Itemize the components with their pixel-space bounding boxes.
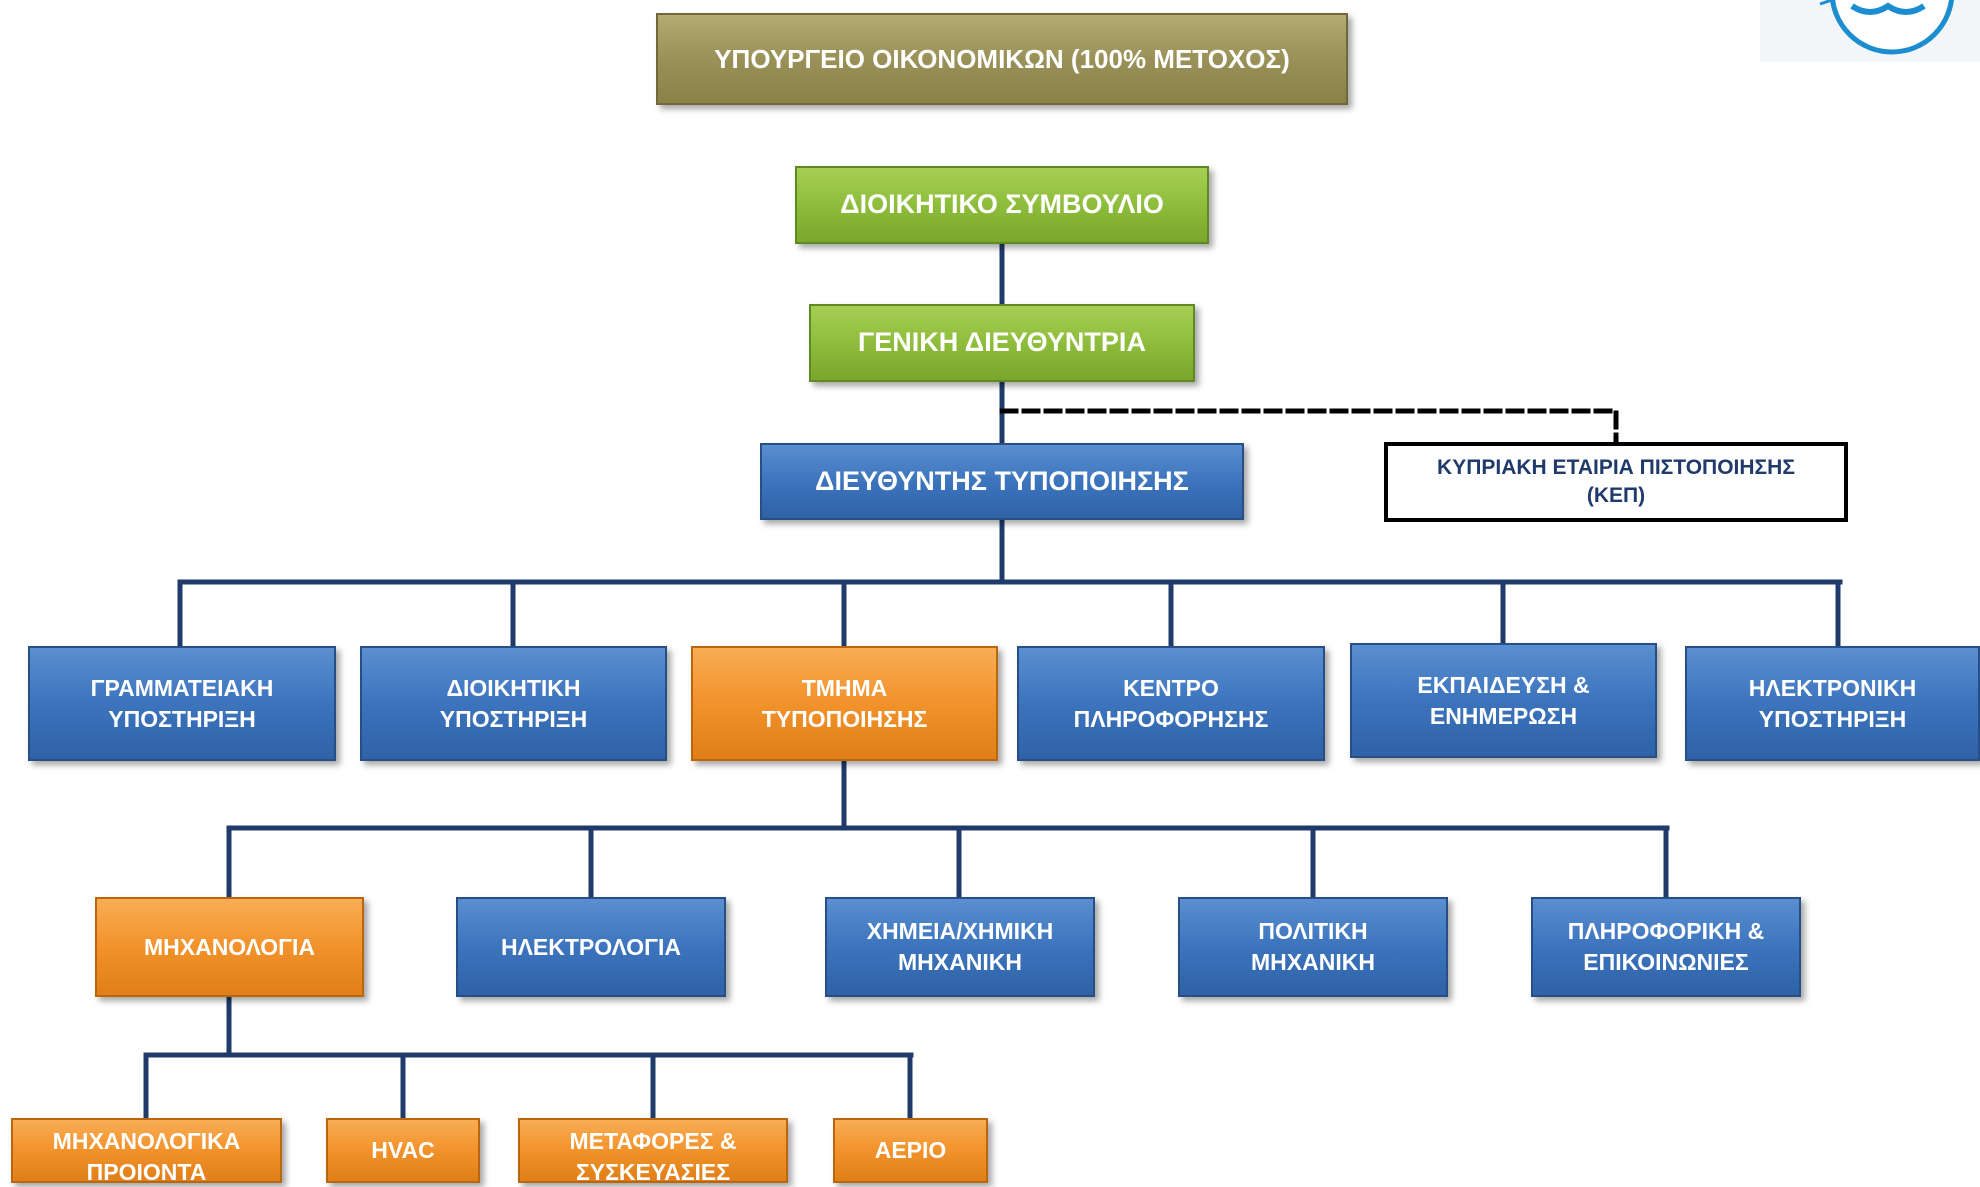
department-label-line2: ΥΠΟΣΤΗΡΙΞΗ	[108, 705, 256, 732]
department-label-line1: ΔΙΟΙΚΗΤΙΚΗ	[446, 674, 581, 701]
department-box-administrative: ΔΙΟΙΚΗΤΙΚΗ ΥΠΟΣΤΗΡΙΞΗ	[360, 646, 667, 761]
sector-box-mechanical: ΜΗΧΑΝΟΛΟΓΙΑ	[95, 897, 364, 997]
department-box-information-centre: ΚΕΝΤΡΟ ΠΛΗΡΟΦΟΡΗΣΗΣ	[1017, 646, 1325, 761]
general-director-box: ΓΕΝΙΚΗ ΔΙΕΥΘΥΝΤΡΙΑ	[809, 304, 1195, 382]
sector-label-line1: ΜΗΧΑΝΟΛΟΓΙΑ	[143, 933, 316, 960]
subsector-label-line1: ΜΕΤΑΦΟΡΕΣ &	[569, 1128, 737, 1154]
subsector-box-mechanical-products: ΜΗΧΑΝΟΛΟΓΙΚΑ ΠΡΟΙΟΝΤΑ	[11, 1118, 282, 1185]
department-label-line2: ΠΛΗΡΟΦΟΡΗΣΗΣ	[1073, 705, 1269, 732]
kep-box: ΚΥΠΡΙΑΚΗ ΕΤΑΙΡΙΑ ΠΙΣΤΟΠΟΙΗΣΗΣ (ΚΕΠ)	[1384, 442, 1848, 522]
board-label: ΔΙΟΙΚΗΤΙΚΟ ΣΥΜΒΟΥΛΙΟ	[840, 189, 1164, 220]
department-label-line1: ΗΛΕΚΤΡΟΝΙΚΗ	[1748, 674, 1917, 701]
ministry-label: ΥΠΟΥΡΓΕΙΟ ΟΙΚΟΝΟΜΙΚΩΝ (100% ΜΕΤΟΧΟΣ)	[714, 43, 1290, 74]
standardization-director-box: ΔΙΕΥΘΥΝΤΗΣ ΤΥΠΟΠΟΙΗΣΗΣ	[760, 443, 1244, 520]
sector-box-chemical: ΧΗΜΕΙΑ/ΧΗΜΙΚΗ ΜΗΧΑΝΙΚΗ	[825, 897, 1095, 997]
board-box: ΔΙΟΙΚΗΤΙΚΟ ΣΥΜΒΟΥΛΙΟ	[795, 166, 1209, 244]
sector-box-civil: ΠΟΛΙΤΙΚΗ ΜΗΧΑΝΙΚΗ	[1178, 897, 1448, 997]
subsector-label-line1: ΜΗΧΑΝΟΛΟΓΙΚΑ	[52, 1128, 241, 1154]
department-label-line1: ΤΜΗΜΑ	[801, 674, 888, 701]
department-box-standardization: ΤΜΗΜΑ ΤΥΠΟΠΟΙΗΣΗΣ	[691, 646, 998, 761]
department-box-training: ΕΚΠΑΙΔΕΥΣΗ & ΕΝΗΜΕΡΩΣΗ	[1350, 643, 1657, 758]
department-label-line1: ΚΕΝΤΡΟ	[1123, 674, 1219, 701]
subsector-box-hvac: HVAC	[326, 1118, 480, 1183]
department-label-line1: ΕΚΠΑΙΔΕΥΣΗ &	[1417, 671, 1590, 698]
sector-label-line2: ΕΠΙΚΟΙΝΩΝΙΕΣ	[1583, 949, 1749, 975]
general-director-label: ΓΕΝΙΚΗ ΔΙΕΥΘΥΝΤΡΙΑ	[858, 327, 1146, 358]
connector-dashed-kep	[999, 408, 1619, 445]
sector-box-electrical: ΗΛΕΚΤΡΟΛΟΓΙΑ	[456, 897, 726, 997]
subsector-label-line2: ΠΡΟΙΟΝΤΑ	[86, 1158, 207, 1185]
department-label-line2: ΕΝΗΜΕΡΩΣΗ	[1429, 702, 1578, 729]
department-label-line2: ΥΠΟΣΤΗΡΙΞΗ	[439, 705, 588, 732]
organization-logo-icon	[1760, 0, 1980, 62]
department-label-line2: ΥΠΟΣΤΗΡΙΞΗ	[1758, 705, 1907, 732]
sector-label-line1: ΗΛΕΚΤΡΟΛΟΓΙΑ	[500, 933, 681, 960]
kep-label-line1: ΚΥΠΡΙΑΚΗ ΕΤΑΙΡΙΑ ΠΙΣΤΟΠΟΙΗΣΗΣ	[1437, 456, 1795, 480]
sector-label-line2: ΜΗΧΑΝΙΚΗ	[898, 949, 1022, 975]
sector-label-line1: ΧΗΜΕΙΑ/ΧΗΜΙΚΗ	[866, 918, 1054, 945]
sector-label-line1: ΠΛΗΡΟΦΟΡΙΚΗ &	[1567, 918, 1765, 945]
department-box-electronic-support: ΗΛΕΚΤΡΟΝΙΚΗ ΥΠΟΣΤΗΡΙΞΗ	[1685, 646, 1980, 761]
subsector-label-line1: ΑΕΡΙΟ	[874, 1137, 947, 1164]
sector-label-line2: ΜΗΧΑΝΙΚΗ	[1251, 949, 1375, 975]
subsector-label-line2: ΣΥΣΚΕΥΑΣΙΕΣ	[575, 1158, 731, 1185]
department-box-secretarial: ΓΡΑΜΜΑΤΕΙΑΚΗ ΥΠΟΣΤΗΡΙΞΗ	[28, 646, 336, 761]
department-label-line1: ΓΡΑΜΜΑΤΕΙΑΚΗ	[90, 674, 274, 701]
kep-label-line2: (ΚΕΠ)	[1586, 484, 1646, 507]
ministry-box: ΥΠΟΥΡΓΕΙΟ ΟΙΚΟΝΟΜΙΚΩΝ (100% ΜΕΤΟΧΟΣ)	[656, 13, 1348, 105]
standardization-director-label: ΔΙΕΥΘΥΝΤΗΣ ΤΥΠΟΠΟΙΗΣΗΣ	[815, 465, 1189, 496]
department-label-line2: ΤΥΠΟΠΟΙΗΣΗΣ	[761, 705, 928, 732]
sector-label-line1: ΠΟΛΙΤΙΚΗ	[1258, 918, 1368, 945]
subsector-box-transport-packaging: ΜΕΤΑΦΟΡΕΣ & ΣΥΣΚΕΥΑΣΙΕΣ	[518, 1118, 788, 1185]
subsector-label-line1: HVAC	[371, 1137, 435, 1164]
subsector-box-gas: ΑΕΡΙΟ	[833, 1118, 988, 1183]
sector-box-ict: ΠΛΗΡΟΦΟΡΙΚΗ & ΕΠΙΚΟΙΝΩΝΙΕΣ	[1531, 897, 1801, 997]
